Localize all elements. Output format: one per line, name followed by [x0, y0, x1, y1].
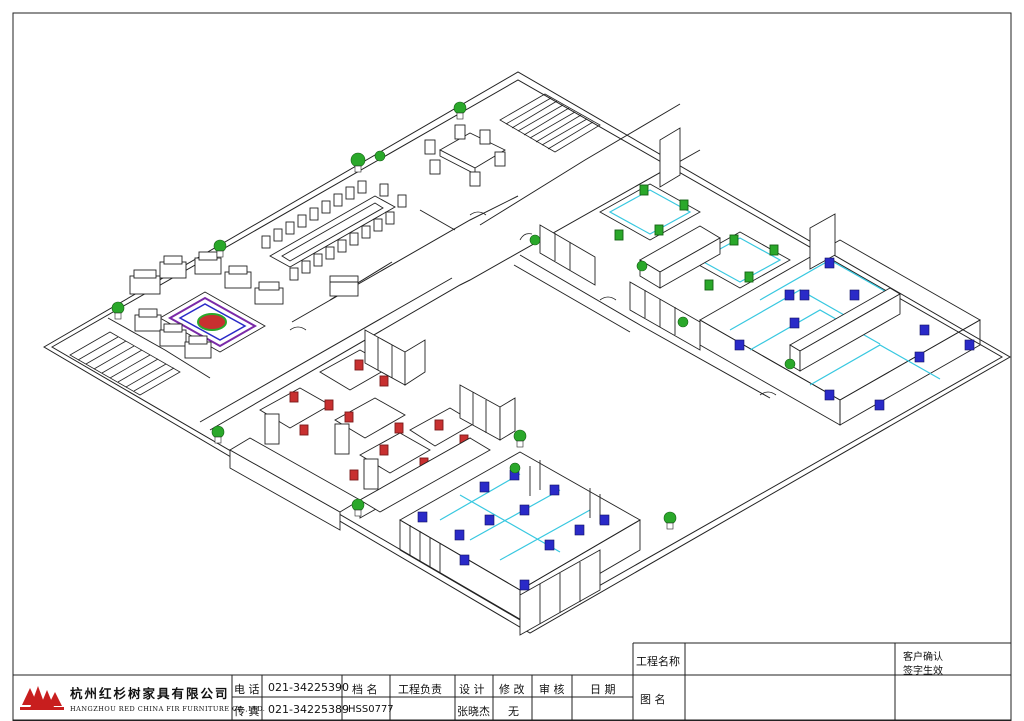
- review-label: 审 核: [539, 683, 565, 696]
- stairs-left: [69, 331, 181, 396]
- meeting-table: [424, 124, 506, 187]
- blue-chairs-south: [417, 469, 610, 591]
- door-arcs: [289, 211, 777, 396]
- tel-value: 021-34225390: [268, 681, 349, 694]
- date-label: 日 期: [590, 683, 616, 696]
- blue-chairs-right: [734, 257, 975, 411]
- customer-confirm-label: 客户确认: [903, 652, 943, 663]
- company-name-cn: 杭州红杉树家具有限公司: [70, 686, 230, 701]
- right-office: [539, 127, 981, 426]
- revision-value: 无: [508, 705, 519, 718]
- workstation-cluster-ne: [599, 183, 791, 291]
- file-name-label: 档 名: [352, 683, 378, 696]
- project-lead-label: 工程负责: [398, 683, 442, 696]
- tel-label: 电 话: [234, 683, 260, 696]
- design-label: 设 计: [459, 683, 485, 696]
- file-name-value: HSS0777: [348, 704, 394, 715]
- signature-effective-label: 签字生效: [903, 666, 943, 677]
- design-value: 张晓杰: [457, 705, 490, 718]
- fax-label: 传 真: [234, 705, 260, 718]
- blue-workstations-south: [399, 451, 641, 636]
- drawing-name-label: 图 名: [640, 693, 666, 706]
- revision-label: 修 改: [499, 683, 525, 696]
- potted-plants: [111, 101, 796, 530]
- stairs-top: [499, 93, 601, 153]
- drawing-frame: [12, 12, 1012, 721]
- company-name-en: HANGZHOU RED CHINA FIR FURNITURE CO.,LTD…: [70, 705, 266, 713]
- project-name-label: 工程名称: [636, 655, 680, 668]
- reception-lounge: [129, 251, 284, 359]
- title-block: [12, 642, 1012, 721]
- conference-room: [261, 180, 407, 297]
- fax-value: 021-34225389: [268, 703, 349, 716]
- company-logo: [20, 686, 64, 710]
- red-workstations: [229, 329, 516, 531]
- conference-table: [269, 195, 396, 268]
